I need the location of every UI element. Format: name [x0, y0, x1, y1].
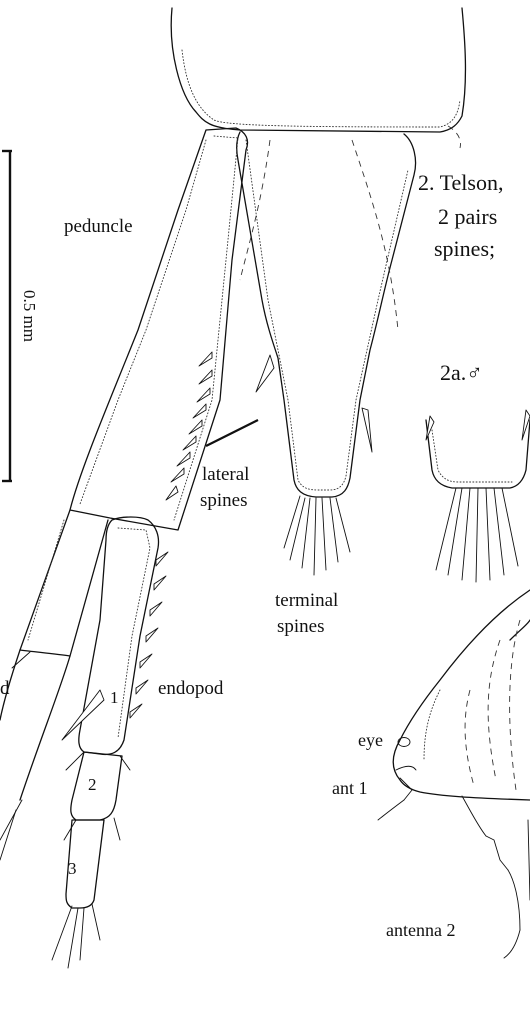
- caption-sub: 2a.♂: [440, 360, 483, 385]
- caption-line3: spines;: [434, 236, 495, 261]
- label-lateral-spines-1: lateral: [202, 464, 249, 485]
- label-segment-1: 1: [110, 688, 119, 707]
- label-eye: eye: [358, 730, 383, 750]
- exopod-fragment: [0, 510, 108, 860]
- head: [378, 590, 530, 958]
- scale-bar-label: 0.5 mm: [20, 290, 39, 342]
- label-exopod-fragment: d: [0, 678, 10, 699]
- abdominal-segment: [171, 8, 465, 148]
- scale-bar: 0.5 mm: [2, 150, 39, 482]
- label-segment-3: 3: [68, 859, 77, 878]
- endopod: [52, 517, 168, 968]
- telson: [237, 132, 416, 575]
- label-lateral-spines-2: spines: [200, 490, 248, 511]
- label-peduncle: peduncle: [64, 216, 133, 237]
- label-antenna2: antenna 2: [386, 920, 455, 940]
- male-telson: [426, 410, 530, 582]
- label-terminal-spines-1: terminal: [275, 590, 338, 611]
- caption-line1: 2. Telson,: [418, 170, 503, 195]
- label-terminal-spines-2: spines: [277, 616, 325, 637]
- label-ant1: ant 1: [332, 778, 368, 798]
- label-endopod: endopod: [158, 678, 224, 699]
- label-segment-2: 2: [88, 775, 97, 794]
- caption-line2: 2 pairs: [438, 204, 497, 229]
